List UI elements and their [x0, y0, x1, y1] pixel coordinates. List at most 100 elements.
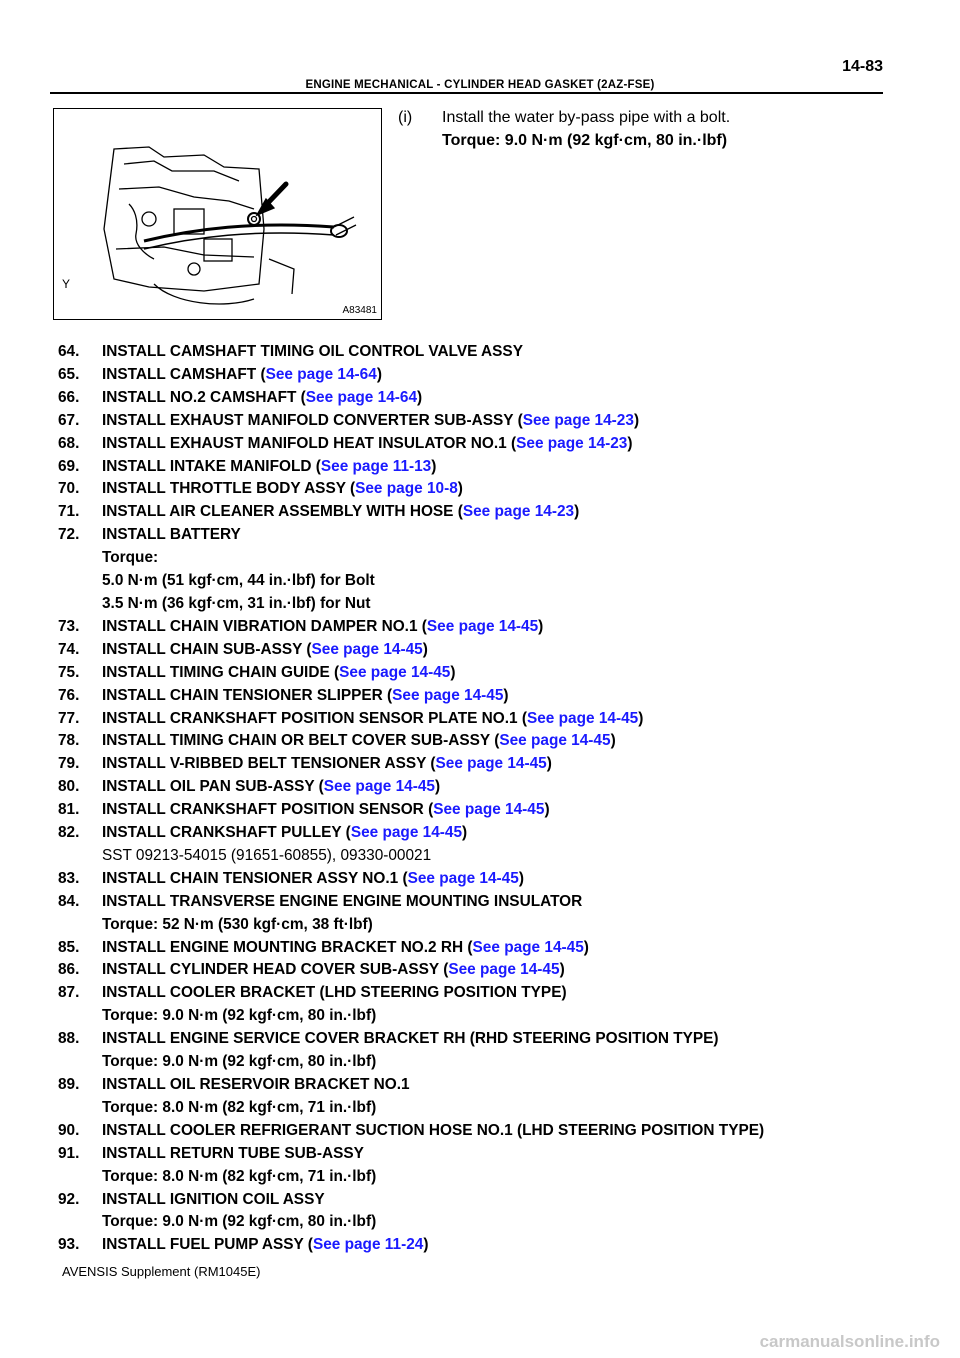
step-text: INSTALL CRANKSHAFT POSITION SENSOR ( [102, 801, 434, 819]
step-line: 72.INSTALL BATTERY [58, 524, 918, 547]
see-page-link[interactable]: See page 14-45 [323, 778, 435, 796]
step-line: 68.INSTALL EXHAUST MANIFOLD HEAT INSULAT… [58, 433, 918, 456]
step-number: 76. [58, 686, 80, 704]
procedure-step: 87.INSTALL COOLER BRACKET (LHD STEERING … [58, 982, 918, 1028]
see-page-link[interactable]: See page 14-45 [448, 961, 560, 979]
see-page-link[interactable]: See page 10-8 [355, 480, 458, 498]
procedure-step: 65.INSTALL CAMSHAFT (See page 14-64) [58, 364, 918, 387]
see-page-link[interactable]: See page 14-45 [407, 869, 519, 887]
step-text: INSTALL TRANSVERSE ENGINE ENGINE MOUNTIN… [102, 892, 583, 910]
step-torque-spec: Torque: 9.0 N·m (92 kgf·cm, 80 in.·lbf) [102, 1213, 377, 1231]
step-line: 77.INSTALL CRANKSHAFT POSITION SENSOR PL… [58, 708, 918, 731]
step-line: 64.INSTALL CAMSHAFT TIMING OIL CONTROL V… [58, 341, 918, 364]
see-page-link[interactable]: See page 14-23 [462, 503, 575, 521]
step-number: 80. [58, 778, 80, 796]
step-torque-spec: Torque: 52 N·m (530 kgf·cm, 38 ft·lbf) [102, 915, 373, 933]
step-number: 81. [58, 801, 80, 819]
step-number: 71. [58, 503, 80, 521]
step-line: 82.INSTALL CRANKSHAFT PULLEY (See page 1… [58, 822, 918, 845]
step-text: INSTALL EXHAUST MANIFOLD HEAT INSULATOR … [102, 434, 517, 452]
see-page-link[interactable]: See page 14-45 [392, 686, 504, 704]
procedure-step: 75.INSTALL TIMING CHAIN GUIDE (See page … [58, 662, 918, 685]
see-page-link[interactable]: See page 14-45 [435, 755, 547, 773]
see-page-link[interactable]: See page 14-45 [339, 663, 451, 681]
instruction-torque: Torque: 9.0 N·m (92 kgf·cm, 80 in.·lbf) [442, 132, 728, 149]
procedure-step: 70.INSTALL THROTTLE BODY ASSY (See page … [58, 478, 918, 501]
procedure-step: 78.INSTALL TIMING CHAIN OR BELT COVER SU… [58, 730, 918, 753]
step-text: INSTALL RETURN TUBE SUB-ASSY [102, 1144, 364, 1162]
see-page-link[interactable]: See page 14-45 [499, 732, 611, 750]
see-page-link[interactable]: See page 14-45 [472, 938, 584, 956]
step-line: 85.INSTALL ENGINE MOUNTING BRACKET NO.2 … [58, 937, 918, 960]
step-line: 70.INSTALL THROTTLE BODY ASSY (See page … [58, 478, 918, 501]
see-page-link[interactable]: See page 14-64 [305, 388, 418, 406]
see-page-link[interactable]: See page 14-45 [433, 801, 545, 819]
step-number: 72. [58, 526, 80, 544]
step-number: 77. [58, 709, 80, 727]
step-line: 75.INSTALL TIMING CHAIN GUIDE (See page … [58, 662, 918, 685]
instruction-line: (i)Install the water by-pass pipe with a… [398, 106, 730, 129]
step-line: 93.INSTALL FUEL PUMP ASSY (See page 11-2… [58, 1234, 918, 1257]
step-line: 65.INSTALL CAMSHAFT (See page 14-64) [58, 364, 918, 387]
see-page-link[interactable]: See page 14-45 [426, 617, 539, 635]
see-page-link[interactable]: See page 14-23 [522, 411, 634, 429]
step-line: 86.INSTALL CYLINDER HEAD COVER SUB-ASSY … [58, 959, 918, 982]
see-page-link[interactable]: See page 14-45 [311, 640, 423, 658]
procedure-step: 74. INSTALL CHAIN SUB-ASSY (See page 14-4… [58, 639, 918, 662]
link-close-paren: ) [583, 938, 589, 956]
see-page-link[interactable]: See page 14-23 [516, 434, 628, 452]
link-close-paren: ) [431, 457, 437, 475]
step-torque-spec: Torque: 8.0 N·m (82 kgf·cm, 71 in.·lbf) [102, 1167, 377, 1185]
step-torque-spec: Torque: 9.0 N·m (92 kgf·cm, 80 in.·lbf) [102, 1053, 377, 1071]
see-page-link[interactable]: See page 11-24 [312, 1236, 424, 1254]
step-number: 88. [58, 1030, 80, 1048]
figure-letter: Y [62, 277, 71, 291]
step-number: 83. [58, 869, 80, 887]
step-number: 89. [58, 1076, 80, 1093]
step-text: INSTALL EXHAUST MANIFOLD CONVERTER SUB-A… [102, 411, 523, 429]
see-page-link[interactable]: See page 14-45 [526, 709, 639, 727]
instruction-block: (i)Install the water by-pass pipe with a… [398, 106, 730, 152]
step-text: INSTALL TIMING CHAIN GUIDE ( [102, 663, 340, 681]
step-number: 87. [58, 984, 80, 1002]
procedure-step: 80.INSTALL OIL PAN SUB-ASSY (See page 14… [58, 776, 918, 799]
procedure-step: 77.INSTALL CRANKSHAFT POSITION SENSOR PL… [58, 708, 918, 731]
procedure-step: 66. INSTALL NO.2 CAMSHAFT (See page 14-64… [58, 387, 918, 410]
link-close-paren: ) [417, 388, 423, 406]
step-text: INSTALL CHAIN TENSIONER SLIPPER ( [102, 686, 393, 704]
link-close-paren: ) [457, 480, 463, 498]
step-text: INSTALL CHAIN TENSIONER ASSY NO.1 ( [102, 869, 408, 887]
procedure-step: 93.INSTALL FUEL PUMP ASSY (See page 11-2… [58, 1234, 918, 1257]
step-number: 79. [58, 755, 80, 773]
procedure-step: 81. INSTALL CRANKSHAFT POSITION SENSOR (S… [58, 799, 918, 822]
step-line: 69.INSTALL INTAKE MANIFOLD (See page 11-… [58, 456, 918, 479]
see-page-link[interactable]: See page 11-13 [320, 457, 432, 475]
step-line: 87.INSTALL COOLER BRACKET (LHD STEERING … [58, 982, 918, 1005]
link-close-paren: ) [638, 709, 644, 727]
water-bypass-pipe-drawing [103, 146, 357, 305]
step-line: 90.INSTALL COOLER REFRIGERANT SUCTION HO… [58, 1120, 918, 1143]
see-page-link[interactable]: See page 14-45 [350, 824, 463, 842]
procedure-step: 82.INSTALL CRANKSHAFT PULLEY (See page 1… [58, 822, 918, 868]
link-close-paren: ) [376, 365, 382, 383]
link-close-paren: ) [574, 503, 580, 521]
link-close-paren: ) [518, 869, 524, 887]
step-text: INSTALL INTAKE MANIFOLD ( [102, 457, 321, 475]
step-sst-note: SST 09213-54015 (91651-60855), 09330-000… [102, 846, 432, 864]
step-text: INSTALL NO.2 CAMSHAFT ( [102, 388, 306, 406]
step-number: 92. [58, 1190, 80, 1208]
step-number: 73. [58, 617, 80, 635]
see-page-link[interactable]: See page 14-64 [265, 365, 377, 383]
link-close-paren: ) [559, 961, 565, 979]
procedure-steps: 64.INSTALL CAMSHAFT TIMING OIL CONTROL V… [58, 341, 918, 1257]
step-line: 73.INSTALL CHAIN VIBRATION DAMPER NO.1 (… [58, 616, 918, 639]
step-number: 66. [58, 388, 80, 406]
step-number: 93. [58, 1236, 80, 1254]
step-line: 71.INSTALL AIR CLEANER ASSEMBLY WITH HOS… [58, 501, 918, 524]
step-line: 78.INSTALL TIMING CHAIN OR BELT COVER SU… [58, 730, 918, 753]
step-number: 85. [58, 938, 80, 956]
step-number: 74. [58, 640, 80, 658]
step-text: INSTALL CHAIN SUB-ASSY ( [102, 640, 312, 658]
